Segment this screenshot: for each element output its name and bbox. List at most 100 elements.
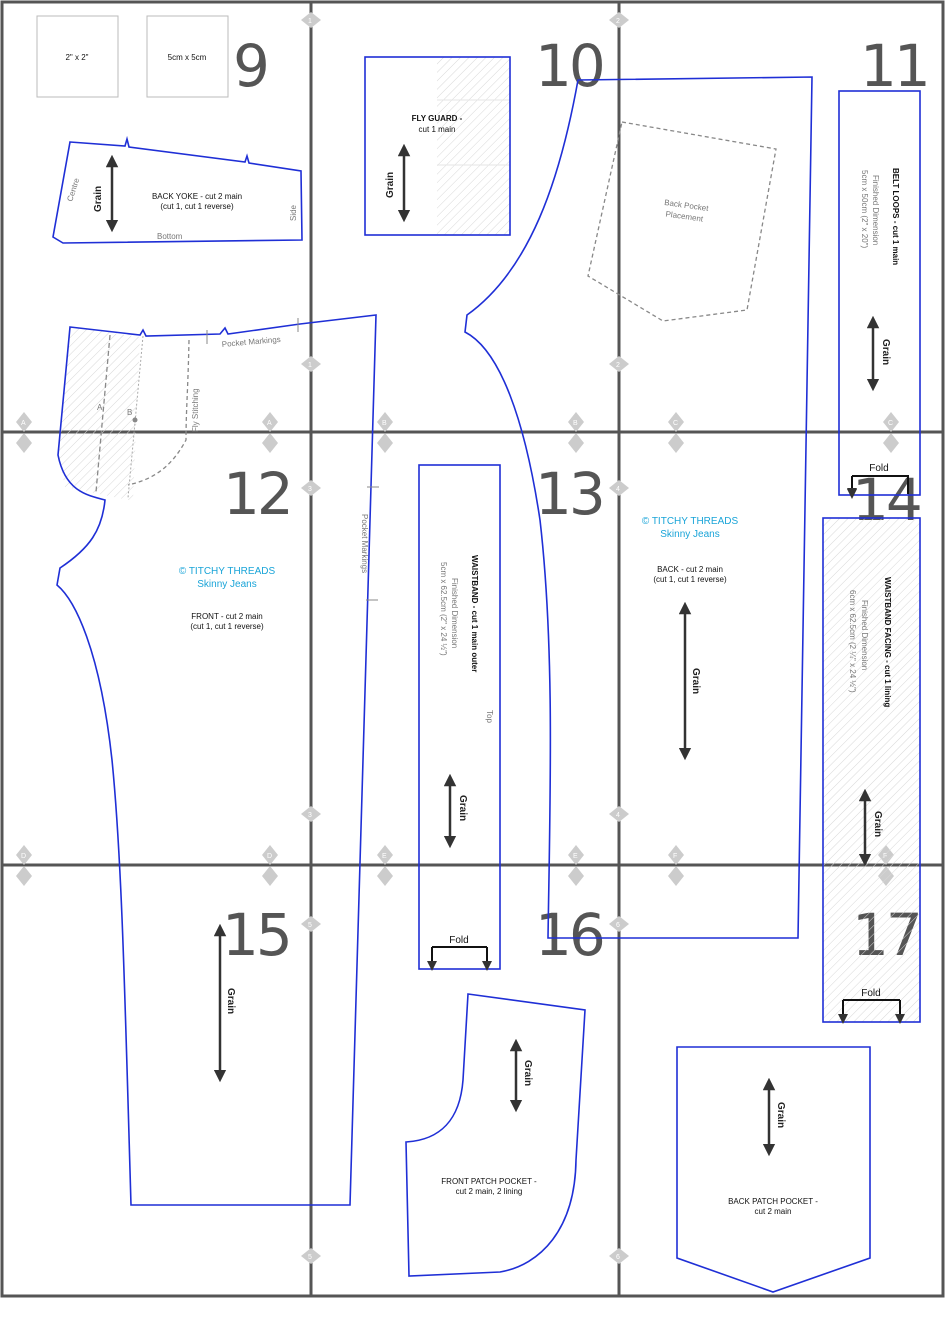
waistband-top-label: Top <box>485 710 494 723</box>
waistband-grain-label: Grain <box>457 795 468 821</box>
fly-guard-subtitle: cut 1 main <box>419 125 456 134</box>
svg-text:5: 5 <box>308 922 312 929</box>
page-number-16: 16 <box>535 901 603 969</box>
back-patch-pocket-piece: BACK PATCH POCKET - cut 2 main Grain <box>676 1046 871 1293</box>
belt-loops-fold-label: Fold <box>869 463 888 474</box>
alignment-mark-2-top: 2 <box>609 12 629 28</box>
back-yoke-title: BACK YOKE - cut 2 main <box>152 192 242 201</box>
waistband-facing-fold-label: Fold <box>861 988 880 999</box>
page-number-15: 15 <box>222 901 290 969</box>
back-brand-name: © TITCHY THREADS <box>642 516 739 527</box>
front-grain-label: Grain <box>225 988 236 1014</box>
waistband-facing-dim1: Finished Dimension <box>860 600 869 670</box>
svg-text:B: B <box>573 420 578 427</box>
back-title: BACK - cut 2 main <box>657 565 723 574</box>
alignment-mark-1-top: 1 <box>301 12 321 28</box>
front-patch-pocket-grain-label: Grain <box>522 1060 533 1086</box>
alignment-mark-b-right: B <box>568 412 584 453</box>
belt-loops-dim1: Finished Dimension <box>871 175 880 245</box>
front-piece: A B Fly Stitching Pocket Markings Pocket… <box>56 314 379 1206</box>
svg-text:D: D <box>267 853 272 860</box>
front-fly-stitching-line <box>127 339 190 486</box>
back-yoke-side-label: Side <box>289 204 298 221</box>
alignment-mark-b-left: B <box>377 412 393 453</box>
alignment-mark-5-bottom: 5 <box>301 1248 321 1264</box>
waistband-title: WAISTBAND - cut 1 main outer <box>470 555 479 672</box>
svg-text:E: E <box>382 853 387 860</box>
svg-text:2" x 2": 2" x 2" <box>65 53 88 62</box>
svg-text:C: C <box>888 420 893 427</box>
svg-text:5cm x 5cm: 5cm x 5cm <box>168 53 207 62</box>
svg-text:F: F <box>673 853 677 860</box>
front-title: FRONT - cut 2 main <box>191 612 262 621</box>
svg-text:2: 2 <box>616 362 620 369</box>
alignment-mark-6-top: 6 <box>609 916 629 932</box>
fly-guard-title: FLY GUARD - <box>412 114 463 123</box>
front-brand-product: Skinny Jeans <box>197 579 256 590</box>
svg-text:1: 1 <box>308 362 312 369</box>
alignment-mark-f-left: F <box>668 845 684 886</box>
page-number-13: 13 <box>535 460 603 528</box>
front-pocket-markings-side: Pocket Markings <box>360 514 369 573</box>
back-yoke-subtitle: (cut 1, cut 1 reverse) <box>160 202 234 211</box>
front-fly-stitching-label: Fly Stitching <box>191 388 200 432</box>
alignment-mark-c-left: C <box>668 412 684 453</box>
waistband-piece: WAISTBAND - cut 1 main outer Finished Di… <box>418 464 501 971</box>
page-numbers: 9 10 11 12 13 14 15 16 17 <box>222 32 931 969</box>
back-subtitle: (cut 1, cut 1 reverse) <box>653 575 727 584</box>
svg-text:A: A <box>267 420 272 427</box>
svg-text:3: 3 <box>308 486 312 493</box>
fly-guard-grain-label: Grain <box>385 172 396 198</box>
front-pocket-markings-top: Pocket Markings <box>221 335 281 349</box>
belt-loops-grain-label: Grain <box>880 339 891 365</box>
back-grain-label: Grain <box>690 668 701 694</box>
waistband-dim1: Finished Dimension <box>450 578 459 648</box>
test-square-metric: 5cm x 5cm <box>146 15 229 98</box>
alignment-mark-c-right: C <box>883 412 899 453</box>
svg-text:2: 2 <box>616 18 620 25</box>
alignment-mark-3-top: 3 <box>301 480 321 496</box>
page-number-10: 10 <box>535 32 603 100</box>
alignment-marks: 1 2 1 2 3 4 3 4 5 6 5 6 A A B B C C D D … <box>16 12 899 1264</box>
test-square-imperial: 2" x 2" <box>36 15 119 98</box>
back-brand-product: Skinny Jeans <box>660 529 719 540</box>
page-number-12: 12 <box>223 460 291 528</box>
alignment-mark-d-left: D <box>16 845 32 886</box>
alignment-mark-e-left: E <box>377 845 393 886</box>
alignment-mark-a-right: A <box>262 412 278 453</box>
page-number-11: 11 <box>860 32 928 100</box>
back-patch-pocket-grain-label: Grain <box>775 1102 786 1128</box>
svg-text:D: D <box>21 853 26 860</box>
svg-text:E: E <box>573 853 578 860</box>
waistband-dim2: 5cm x 62.5cm (2" x 24 ½") <box>439 562 448 656</box>
alignment-mark-e-right: E <box>568 845 584 886</box>
alignment-mark-6-bottom: 6 <box>609 1248 629 1264</box>
alignment-mark-2-bottom: 2 <box>609 356 629 372</box>
page-number-9: 9 <box>233 32 267 100</box>
svg-text:4: 4 <box>616 486 620 493</box>
svg-text:3: 3 <box>308 812 312 819</box>
back-yoke-piece: Centre Side Bottom BACK YOKE - cut 2 mai… <box>52 135 303 244</box>
waistband-facing-dim2: 6cm x 62.5cm (2 ¼" x 24 ½") <box>848 590 857 693</box>
front-patch-pocket-piece: FRONT PATCH POCKET - cut 2 main, 2 linin… <box>405 993 586 1277</box>
alignment-mark-a-left: A <box>16 412 32 453</box>
svg-text:C: C <box>673 420 678 427</box>
back-patch-pocket-subtitle: cut 2 main <box>755 1207 792 1216</box>
front-point-b: B <box>127 408 132 417</box>
front-patch-pocket-subtitle: cut 2 main, 2 lining <box>456 1187 523 1196</box>
alignment-mark-d-right: D <box>262 845 278 886</box>
back-yoke-centre-label: Centre <box>65 176 81 202</box>
svg-text:A: A <box>21 420 26 427</box>
alignment-mark-3-bottom: 3 <box>301 806 321 822</box>
waistband-facing-title: WAISTBAND FACING - cut 1 lining <box>883 577 892 707</box>
back-patch-pocket-title: BACK PATCH POCKET - <box>728 1197 818 1206</box>
svg-text:6: 6 <box>616 1254 620 1261</box>
belt-loops-piece: BELT LOOPS - cut 1 main Finished Dimensi… <box>838 90 921 495</box>
front-patch-pocket-title: FRONT PATCH POCKET - <box>441 1177 537 1186</box>
waistband-facing-piece: WAISTBAND FACING - cut 1 lining Finished… <box>822 517 921 1024</box>
front-subtitle: (cut 1, cut 1 reverse) <box>190 622 264 631</box>
back-yoke-grain-label: Grain <box>93 186 104 212</box>
